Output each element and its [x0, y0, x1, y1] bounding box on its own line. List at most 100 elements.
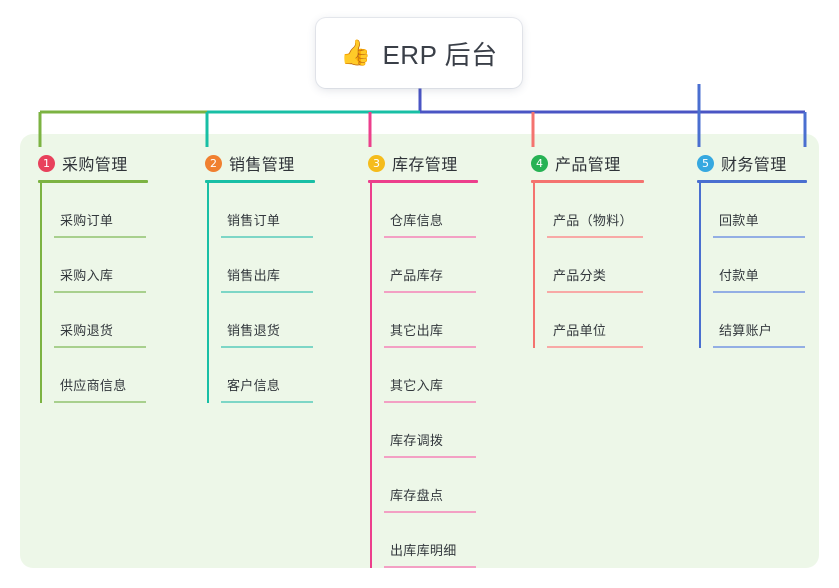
branch-item[interactable]: 回款单 [697, 183, 807, 238]
branch-item-rule [713, 236, 805, 238]
branch-item[interactable]: 出库库明细 [368, 513, 478, 568]
root-node-title: ERP 后台 [382, 39, 498, 70]
branch-spine [370, 183, 372, 568]
branch-item[interactable]: 销售订单 [205, 183, 315, 238]
branch-spine [533, 183, 535, 348]
branch-header-rule [205, 180, 315, 183]
branch-item[interactable]: 库存盘点 [368, 458, 478, 513]
branch-header-2[interactable]: 2 销售管理 [205, 150, 315, 176]
branch-column-3: 3 库存管理仓库信息产品库存其它出库其它入库库存调拨库存盘点出库库明细 [368, 150, 478, 568]
branch-item-label: 库存调拨 [390, 433, 444, 448]
branch-item-rule [713, 291, 805, 293]
root-node-card[interactable]: 👍 ERP 后台 [316, 18, 522, 88]
branch-item-label: 库存盘点 [390, 488, 444, 503]
branch-item-label: 客户信息 [227, 378, 281, 393]
branch-item-label: 产品（物料） [553, 213, 633, 228]
branch-item-label: 产品单位 [553, 323, 607, 338]
branch-item[interactable]: 客户信息 [205, 348, 315, 403]
branch-item[interactable]: 其它出库 [368, 293, 478, 348]
branch-spine [699, 183, 701, 348]
branch-title: 库存管理 [392, 157, 458, 174]
branch-item-rule [384, 401, 476, 403]
branch-item[interactable]: 仓库信息 [368, 183, 478, 238]
branch-item-rule [384, 236, 476, 238]
thumbs-up-icon: 👍 [340, 38, 372, 67]
branch-number-badge: 1 [38, 154, 55, 172]
branch-item[interactable]: 产品（物料） [531, 183, 644, 238]
branch-header-5[interactable]: 5 财务管理 [697, 150, 807, 176]
branch-spine [207, 183, 209, 403]
branch-item-label: 出库库明细 [390, 543, 457, 558]
branch-item[interactable]: 产品库存 [368, 238, 478, 293]
branch-item[interactable]: 产品单位 [531, 293, 644, 348]
branch-title: 产品管理 [555, 157, 621, 174]
branch-item-rule [384, 346, 476, 348]
branch-item-rule [221, 236, 313, 238]
branch-item-rule [221, 346, 313, 348]
branch-item-label: 结算账户 [719, 323, 773, 338]
branch-item-rule [221, 291, 313, 293]
branch-header-4[interactable]: 4 产品管理 [531, 150, 644, 176]
branch-item-label: 销售出库 [227, 268, 281, 283]
branch-header-3[interactable]: 3 库存管理 [368, 150, 478, 176]
branch-item-label: 回款单 [719, 213, 759, 228]
branch-item-rule [54, 291, 146, 293]
branch-item[interactable]: 其它入库 [368, 348, 478, 403]
branch-item-label: 采购退货 [60, 323, 114, 338]
branch-item[interactable]: 库存调拨 [368, 403, 478, 458]
branch-number-badge: 5 [697, 154, 714, 172]
branch-header-rule [531, 180, 644, 183]
branch-item-rule [547, 346, 643, 348]
branch-spine [40, 183, 42, 403]
branch-item[interactable]: 结算账户 [697, 293, 807, 348]
branch-header-rule [697, 180, 807, 183]
branch-item[interactable]: 供应商信息 [38, 348, 148, 403]
branch-item-rule [384, 566, 476, 568]
branch-item-list: 仓库信息产品库存其它出库其它入库库存调拨库存盘点出库库明细 [368, 183, 478, 568]
branch-title: 销售管理 [229, 157, 295, 174]
branch-item-rule [384, 511, 476, 513]
branch-item-list: 采购订单采购入库采购退货供应商信息 [38, 183, 148, 403]
branch-item-label: 产品分类 [553, 268, 607, 283]
branch-column-1: 1 采购管理采购订单采购入库采购退货供应商信息 [38, 150, 148, 403]
branch-item[interactable]: 采购订单 [38, 183, 148, 238]
branch-item-rule [713, 346, 805, 348]
branch-item-label: 付款单 [719, 268, 759, 283]
branch-item-label: 其它出库 [390, 323, 444, 338]
diagram-background-panel [20, 134, 819, 568]
branch-item-label: 采购订单 [60, 213, 114, 228]
branch-item-label: 销售退货 [227, 323, 281, 338]
branch-item-rule [384, 291, 476, 293]
branch-column-2: 2 销售管理销售订单销售出库销售退货客户信息 [205, 150, 315, 403]
branch-number-badge: 3 [368, 154, 385, 172]
branch-item-label: 采购入库 [60, 268, 114, 283]
branch-item-label: 销售订单 [227, 213, 281, 228]
branch-item[interactable]: 产品分类 [531, 238, 644, 293]
branch-item-list: 销售订单销售出库销售退货客户信息 [205, 183, 315, 403]
branch-item-rule [547, 236, 643, 238]
branch-item[interactable]: 采购入库 [38, 238, 148, 293]
branch-item[interactable]: 销售出库 [205, 238, 315, 293]
branch-title: 采购管理 [62, 157, 128, 174]
branch-item[interactable]: 销售退货 [205, 293, 315, 348]
branch-column-5: 5 财务管理回款单付款单结算账户 [697, 150, 807, 348]
branch-item[interactable]: 付款单 [697, 238, 807, 293]
branch-item[interactable]: 采购退货 [38, 293, 148, 348]
branch-number-badge: 2 [205, 154, 222, 172]
branch-item-list: 产品（物料） 产品分类产品单位 [531, 183, 644, 348]
branch-header-rule [368, 180, 478, 183]
branch-item-rule [384, 456, 476, 458]
branch-item-list: 回款单付款单结算账户 [697, 183, 807, 348]
branch-item-label: 产品库存 [390, 268, 444, 283]
branch-item-label: 供应商信息 [60, 378, 127, 393]
branch-number-badge: 4 [531, 154, 548, 172]
branch-item-rule [221, 401, 313, 403]
branch-header-rule [38, 180, 148, 183]
branch-item-label: 仓库信息 [390, 213, 444, 228]
branch-title: 财务管理 [721, 157, 787, 174]
branch-column-4: 4 产品管理产品（物料） 产品分类产品单位 [531, 150, 644, 348]
branch-item-rule [54, 401, 146, 403]
branch-header-1[interactable]: 1 采购管理 [38, 150, 148, 176]
branch-item-rule [54, 346, 146, 348]
